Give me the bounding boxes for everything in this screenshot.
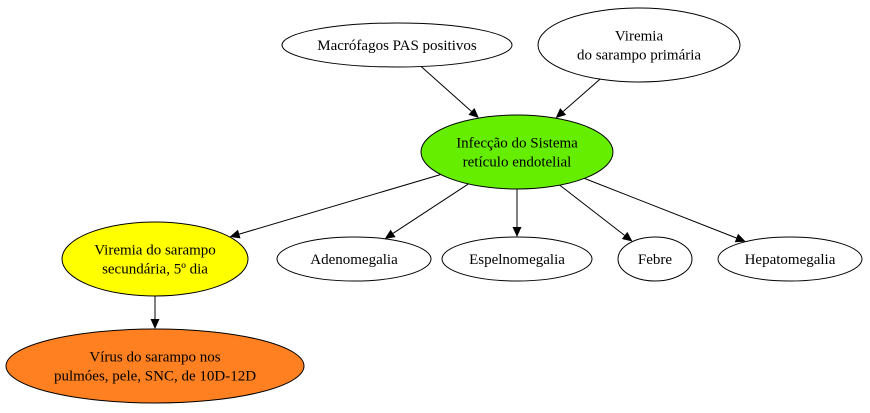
node-febre: Febre xyxy=(617,236,693,282)
node-ellipse xyxy=(61,221,249,297)
arrowhead xyxy=(150,319,160,329)
node-label-line: Viremia do sarampo xyxy=(94,243,216,259)
node-hepatomegalia: Hepatomegalia xyxy=(717,236,863,282)
edges-layer xyxy=(150,66,746,329)
edge-infeccao-to-viremia-secundaria xyxy=(229,174,441,239)
edge-line xyxy=(392,183,469,234)
edge-line xyxy=(239,174,441,235)
node-label-line: Adenomegalia xyxy=(310,252,398,268)
arrowhead xyxy=(468,108,479,119)
node-virus: Vírus do sarampo nos pulmóes, pele, SNC, … xyxy=(5,328,305,404)
node-label-line: Viremia xyxy=(615,29,664,45)
arrowhead xyxy=(555,108,567,119)
edge-line xyxy=(420,66,472,112)
node-ellipse xyxy=(276,236,432,282)
node-ellipse xyxy=(420,114,614,190)
node-label-line: Espelnomegalia xyxy=(469,252,565,268)
node-espelnomegalia: Espelnomegalia xyxy=(441,236,593,282)
node-ellipse xyxy=(717,236,863,282)
node-macrofagos: Macrófagos PAS positivos xyxy=(281,22,513,68)
node-label-line: Macrófagos PAS positivos xyxy=(317,38,477,54)
node-ellipse xyxy=(617,236,693,282)
node-label-line: retículo endotelial xyxy=(463,155,572,171)
edge-infeccao-to-espelnomegalia xyxy=(512,189,522,237)
edge-infeccao-to-hepatomegalia xyxy=(584,177,746,243)
edge-line xyxy=(584,177,737,239)
edge-viremia-primaria-to-infeccao xyxy=(555,78,601,119)
node-ellipse xyxy=(281,22,513,68)
node-label-line: do sarampo primária xyxy=(577,48,701,64)
arrowhead xyxy=(512,227,522,237)
node-label-line: Infecção do Sistema xyxy=(456,136,578,152)
arrowhead xyxy=(734,233,746,243)
node-label-line: Hepatomegalia xyxy=(745,252,836,268)
node-label-line: Febre xyxy=(638,252,672,268)
node-ellipse xyxy=(537,7,741,83)
node-viremia-primaria: Viremia do sarampo primária xyxy=(537,7,741,83)
edge-macrofagos-to-infeccao xyxy=(420,66,479,119)
node-ellipse xyxy=(5,328,305,404)
node-label-line: Vírus do sarampo nos xyxy=(89,350,220,366)
arrowhead xyxy=(384,229,396,239)
node-infeccao: Infecção do Sistema retículo endotelial xyxy=(420,114,614,190)
node-ellipse xyxy=(441,236,593,282)
edge-viremia-secundaria-to-virus xyxy=(150,296,160,329)
node-label-line: secundária, 5º dia xyxy=(102,262,208,278)
node-viremia-secundaria: Viremia do sarampo secundária, 5º dia xyxy=(61,221,249,297)
edge-line xyxy=(562,78,601,112)
edge-infeccao-to-adenomegalia xyxy=(384,183,469,239)
node-label-line: pulmóes, pele, SNC, de 10D-12D xyxy=(54,369,256,385)
arrowhead xyxy=(229,229,241,239)
edge-infeccao-to-febre xyxy=(559,184,633,242)
nodes-layer: Macrófagos PAS positivos Viremia do saramp… xyxy=(5,7,863,404)
edge-line xyxy=(559,184,625,236)
node-adenomegalia: Adenomegalia xyxy=(276,236,432,282)
arrowhead xyxy=(621,231,633,242)
